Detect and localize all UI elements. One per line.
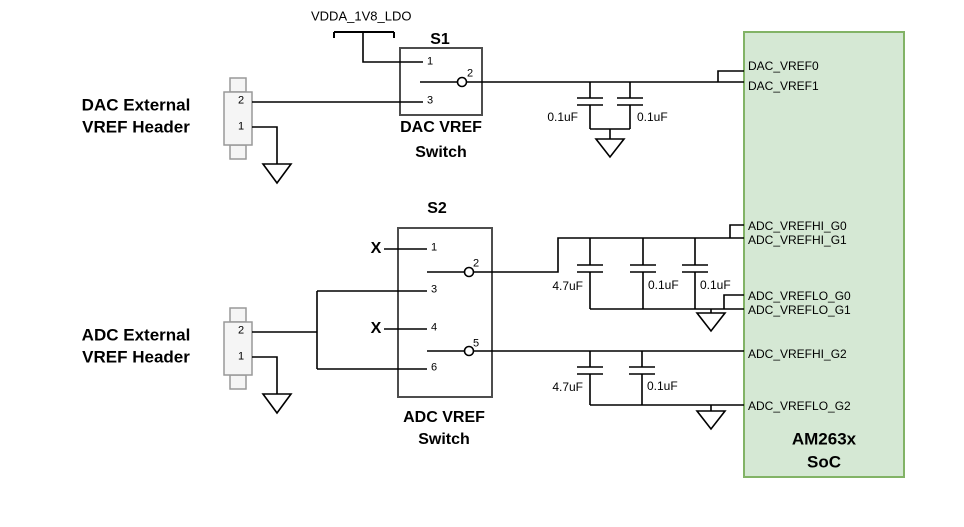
dac-decoupling-caps [577, 82, 643, 139]
dac-header-title-line1: DAC External [81, 95, 191, 115]
soc-title-line2: SoC [807, 452, 841, 472]
ground-symbol-g0g1 [695, 312, 727, 333]
dac-header-connector [223, 77, 253, 160]
dac-header-title-line2: VREF Header [82, 117, 190, 137]
cap-value-g0g1-3: 0.1uF [700, 278, 731, 292]
s2-common-contact-circle-pin2 [463, 266, 475, 278]
soc-pin-label-adc-vreflo-g1: ADC_VREFLO_G1 [748, 303, 851, 317]
s2-pin-number-6: 6 [431, 361, 438, 374]
soc-pin-label-adc-vreflo-g2: ADC_VREFLO_G2 [748, 399, 851, 413]
adc-header-pin-number-1: 1 [237, 350, 245, 363]
no-connect-x-icon-pin4: X [370, 320, 382, 337]
adc-g0g1-caps [577, 238, 744, 313]
s2-pin-number-2: 2 [473, 257, 480, 270]
soc-pin-label-adc-vrefhi-g0: ADC_VREFHI_G0 [748, 219, 847, 233]
soc-pin-label-adc-vrefhi-g1: ADC_VREFHI_G1 [748, 233, 847, 247]
no-connect-x-icon-pin1: X [370, 240, 382, 257]
soc-pin-label-dac-vref1: DAC_VREF1 [748, 79, 819, 93]
adc-input-bus-wires [252, 290, 427, 370]
cap-value-g2-2: 0.1uF [647, 379, 678, 393]
dac-header-pin-number-2: 2 [237, 94, 245, 107]
s2-switch-box [397, 227, 493, 398]
ground-symbol-dac-header [261, 163, 293, 185]
vdda-power-symbol [333, 31, 400, 63]
adc-g2-caps [577, 351, 744, 411]
dac-header-gnd-wire [252, 126, 278, 164]
cap-value-g0g1-2: 0.1uF [648, 278, 679, 292]
s1-ref-designator: S1 [430, 31, 450, 48]
s1-pin-number-3: 3 [427, 94, 434, 107]
s2-title-line2: Switch [418, 431, 470, 448]
s2-switch-wires [384, 224, 744, 352]
s1-switch-wires [252, 61, 744, 103]
dac-header-pin-number-1: 1 [237, 120, 245, 133]
s2-pin-number-5: 5 [473, 337, 480, 350]
soc-box [743, 31, 905, 478]
adc-header-pin-number-2: 2 [237, 324, 245, 337]
adc-header-title-line1: ADC External [81, 325, 191, 345]
cap-value-dac-1: 0.1uF [547, 110, 578, 124]
s2-pin-number-1: 1 [431, 241, 438, 254]
s2-ref-designator: S2 [427, 200, 447, 217]
soc-pin-label-adc-vrefhi-g2: ADC_VREFHI_G2 [748, 347, 847, 361]
s2-common-contact-circle-pin5 [463, 345, 475, 357]
soc-title-line1: AM263x [791, 429, 857, 449]
ground-symbol-g2 [695, 410, 727, 431]
s2-title-line1: ADC VREF [403, 409, 485, 426]
ground-symbol-adc-header [261, 393, 293, 415]
cap-value-g2-1: 4.7uF [552, 380, 583, 394]
adc-header-connector [223, 307, 253, 390]
s2-pin-number-3: 3 [431, 283, 438, 296]
cap-value-g0g1-1: 4.7uF [552, 279, 583, 293]
ground-symbol-dac-caps [594, 138, 626, 159]
soc-pin-label-dac-vref0: DAC_VREF0 [748, 59, 819, 73]
s2-pin-number-4: 4 [431, 321, 438, 334]
s1-pin-number-2: 2 [467, 67, 474, 80]
adc-header-gnd-wire [252, 356, 278, 394]
s1-common-contact-circle [456, 76, 468, 88]
soc-pin-label-adc-vreflo-g0: ADC_VREFLO_G0 [748, 289, 851, 303]
net-label-vdda-1v8-ldo: VDDA_1V8_LDO [311, 8, 412, 24]
s1-title-line2: Switch [415, 144, 467, 161]
s1-title-line1: DAC VREF [400, 119, 482, 136]
cap-value-dac-2: 0.1uF [637, 110, 668, 124]
s1-pin-number-1: 1 [427, 55, 434, 68]
adc-header-title-line2: VREF Header [82, 347, 190, 367]
